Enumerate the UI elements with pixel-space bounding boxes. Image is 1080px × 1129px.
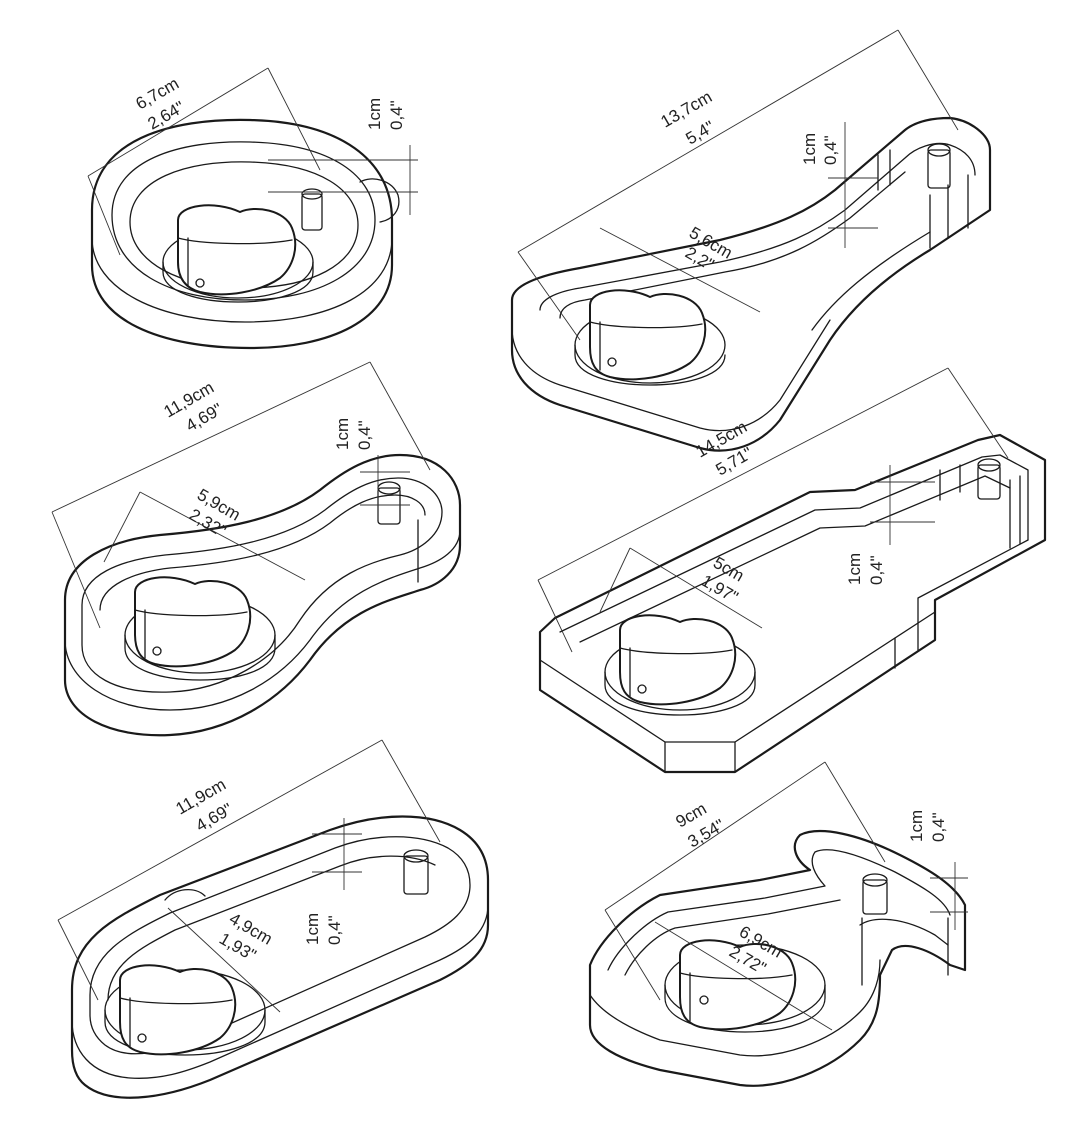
dim-height-cm: 1cm bbox=[800, 133, 819, 165]
dim-height-inch: 0,4" bbox=[387, 100, 406, 130]
dim-height-inch: 0,4" bbox=[929, 812, 948, 842]
figure-oval: 11,9cm 4,69" 1cm 0,4" 4,9cm 1,93" bbox=[57, 739, 490, 1099]
dim-height-inch: 0,4" bbox=[355, 420, 374, 450]
dim-length-inch: 5,4" bbox=[683, 117, 718, 148]
dim-height-cm: 1cm bbox=[845, 553, 864, 585]
figure-bottle-square: 14,5cm 5,71" 1cm 0,4" 5cm 1,97" bbox=[537, 367, 1047, 774]
dim-height-inch: 0,4" bbox=[867, 555, 886, 585]
dim-height-cm: 1cm bbox=[303, 913, 322, 945]
dim-height-cm: 1cm bbox=[333, 418, 352, 450]
figure-bottle-long: 13,7cm 5,4" 1cm 0,4" 5,6cm 2,2" bbox=[510, 29, 992, 452]
dim-height-inch: 0,4" bbox=[325, 915, 344, 945]
figure-bottle-short: 9cm 3,54" 1cm 0,4" 6,9cm 2,72" bbox=[588, 761, 968, 1087]
figure-paddle: 11,9cm 4,69" 1cm 0,4" 5,9cm 2,32" bbox=[51, 361, 462, 737]
dim-height-cm: 1cm bbox=[907, 810, 926, 842]
dim-height-cm: 1cm bbox=[365, 98, 384, 130]
dim-height-inch: 0,4" bbox=[821, 135, 840, 165]
figure-round: 6,7cm 2,64" 1cm 0,4" bbox=[87, 67, 418, 350]
